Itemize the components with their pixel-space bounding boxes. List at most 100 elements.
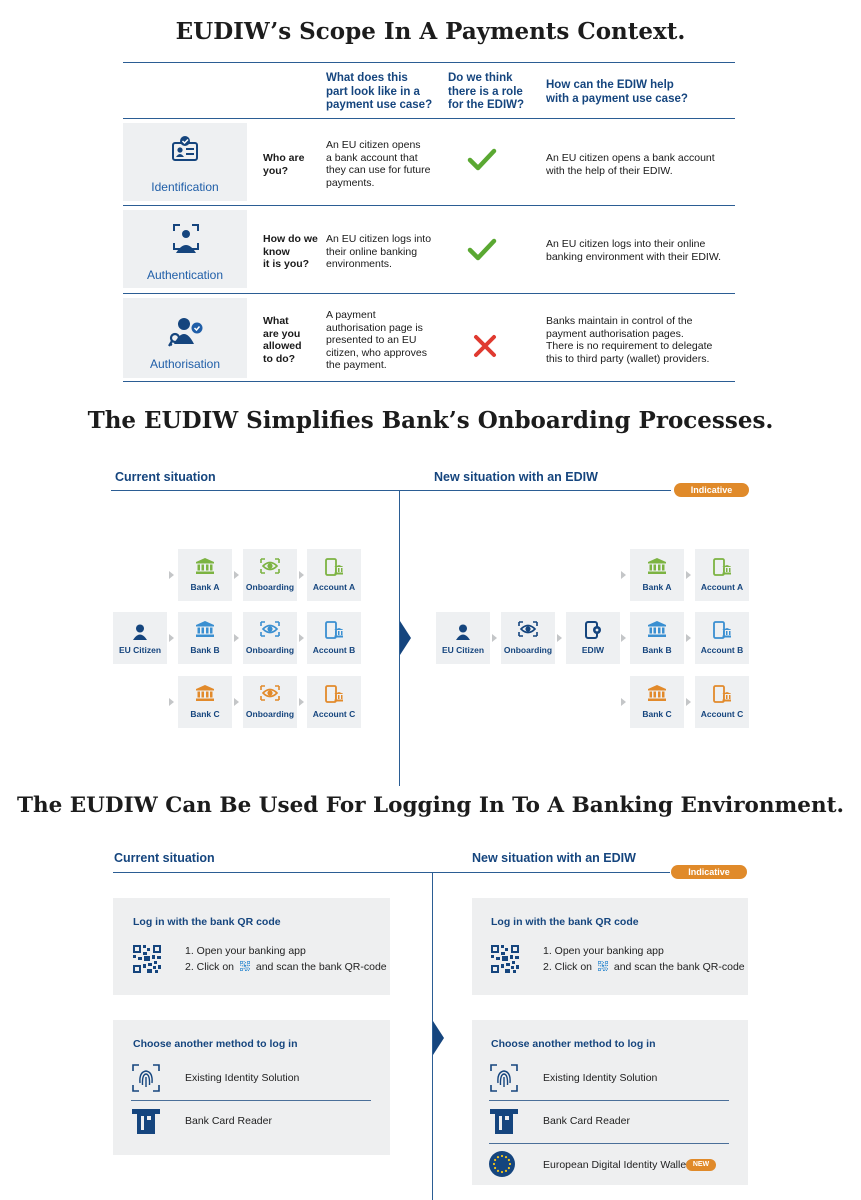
qr-login-panel[interactable]: Log in with the bank QR code 1. Open you… xyxy=(472,898,748,995)
account-b-tile: Account B xyxy=(695,612,749,664)
account-icon xyxy=(325,621,343,639)
section-rule xyxy=(113,872,670,873)
current-situation-heading: Current situation xyxy=(115,470,216,484)
onboarding-c-tile: Onboarding xyxy=(243,676,297,728)
flow-arrow xyxy=(234,571,239,579)
account-c-tile: Account C xyxy=(695,676,749,728)
table-row-identification: Identification xyxy=(123,123,247,201)
onboarding-b-tile: Onboarding xyxy=(243,612,297,664)
qr-code-icon[interactable] xyxy=(491,945,519,973)
account-icon xyxy=(325,558,343,576)
new-situation-heading: New situation with an EDIW xyxy=(434,470,598,484)
bank-icon xyxy=(196,685,214,701)
qr-step-2: 2. Click on and scan the bank QR-code xyxy=(185,961,387,973)
new-situation-heading: New situation with an EDIW xyxy=(472,851,636,865)
table-bottom-rule xyxy=(123,381,735,382)
indicative-badge: Indicative xyxy=(671,865,747,879)
bank-card-reader-option[interactable]: Bank Card Reader xyxy=(543,1115,630,1127)
eye-scan-icon xyxy=(260,621,280,637)
card-reader-icon xyxy=(490,1107,518,1135)
login-title: The EUDIW Can Be Used For Logging In To … xyxy=(17,793,844,818)
account-icon xyxy=(713,558,731,576)
qr-panel-title: Log in with the bank QR code xyxy=(491,916,639,928)
section-rule xyxy=(111,490,671,491)
eu-citizen-tile: EU Citizen xyxy=(113,612,167,664)
check-icon xyxy=(467,238,497,267)
flow-arrow xyxy=(234,634,239,642)
row-divider xyxy=(123,205,735,206)
flow-arrow xyxy=(621,634,626,642)
account-icon xyxy=(713,685,731,703)
flow-arrow xyxy=(492,634,497,642)
existing-identity-option[interactable]: Existing Identity Solution xyxy=(543,1072,658,1084)
check-icon xyxy=(467,148,497,177)
qr-step-2: 2. Click on and scan the bank QR-code xyxy=(543,961,745,973)
table-header-rule xyxy=(123,118,735,119)
table-row-authentication: Authentication xyxy=(123,210,247,288)
method-divider xyxy=(131,1100,371,1101)
onboarding-a-tile: Onboarding xyxy=(243,549,297,601)
table-row-authorisation: Authorisation xyxy=(123,298,247,378)
row-label: Authorisation xyxy=(149,357,221,371)
qr-login-panel[interactable]: Log in with the bank QR code 1. Open you… xyxy=(113,898,390,995)
account-c-tile: Account C xyxy=(307,676,361,728)
person-icon xyxy=(132,624,148,640)
flow-arrow xyxy=(686,698,691,706)
scope-title: EUDIW’s Scope In A Payments Context. xyxy=(175,18,686,45)
qr-panel-title: Log in with the bank QR code xyxy=(133,916,281,928)
bank-a-tile: Bank A xyxy=(630,549,684,601)
flow-arrow xyxy=(234,698,239,706)
account-b-tile: Account B xyxy=(307,612,361,664)
account-icon xyxy=(325,685,343,703)
wallet-icon xyxy=(585,621,601,639)
flow-arrow xyxy=(686,571,691,579)
bank-icon xyxy=(196,558,214,574)
table-top-rule xyxy=(123,62,735,63)
flow-arrow xyxy=(299,571,304,579)
bank-icon xyxy=(648,621,666,637)
current-situation-heading: Current situation xyxy=(114,851,215,865)
eye-scan-icon xyxy=(260,558,280,574)
id-card-icon xyxy=(171,135,199,168)
face-scan-icon xyxy=(172,223,200,258)
login-methods-panel: Choose another method to log in Existing… xyxy=(472,1020,748,1185)
flow-arrow xyxy=(169,634,174,642)
user-key-icon xyxy=(168,316,204,353)
flow-arrow xyxy=(169,698,174,706)
row-label: Identification xyxy=(151,180,219,194)
qr-step-1: 1. Open your banking app xyxy=(543,945,664,957)
bank-icon xyxy=(648,558,666,574)
transition-arrow xyxy=(400,621,411,655)
flow-arrow xyxy=(299,698,304,706)
center-divider xyxy=(399,490,400,786)
eye-scan-icon xyxy=(260,685,280,701)
qr-step-1: 1. Open your banking app xyxy=(185,945,306,957)
bank-card-reader-option[interactable]: Bank Card Reader xyxy=(185,1115,272,1127)
account-a-tile: Account A xyxy=(307,549,361,601)
eu-wallet-option[interactable]: European Digital Identity Wallet xyxy=(543,1159,690,1171)
methods-title: Choose another method to log in xyxy=(491,1038,656,1050)
existing-identity-option[interactable]: Existing Identity Solution xyxy=(185,1072,300,1084)
row-divider xyxy=(123,293,735,294)
new-badge: NEW xyxy=(686,1159,716,1171)
qr-mini-icon xyxy=(598,961,608,971)
row-label: Authentication xyxy=(146,268,224,282)
qr-code-icon[interactable] xyxy=(133,945,161,973)
qr-mini-icon xyxy=(240,961,250,971)
flow-arrow xyxy=(686,634,691,642)
person-icon xyxy=(455,624,471,640)
login-methods-panel: Choose another method to log in Existing… xyxy=(113,1020,390,1155)
transition-arrow xyxy=(433,1021,444,1055)
flow-arrow xyxy=(621,698,626,706)
eu-flag-icon xyxy=(489,1151,515,1177)
bank-c-tile: Bank C xyxy=(630,676,684,728)
